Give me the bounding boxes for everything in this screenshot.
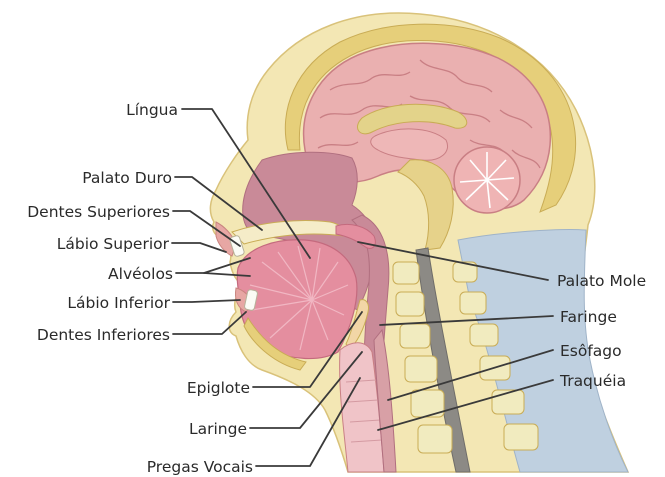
label-epiglote: Epiglote xyxy=(187,379,250,397)
cerebellum xyxy=(454,147,520,213)
label-labio-inferior: Lábio Inferior xyxy=(67,294,170,312)
label-lingua: Língua xyxy=(126,101,178,119)
label-pregas-vocais: Pregas Vocais xyxy=(147,458,253,476)
label-alveolos: Alvéolos xyxy=(108,265,173,283)
label-palato-mole: Palato Mole xyxy=(557,272,646,290)
head-illustration xyxy=(210,13,628,472)
label-esofago: Esôfago xyxy=(560,342,622,360)
label-traqueia: Traquéia xyxy=(559,372,626,390)
label-palato-duro: Palato Duro xyxy=(82,169,172,187)
label-dentes-superiores: Dentes Superiores xyxy=(27,203,170,221)
leader-labio-superior xyxy=(172,243,226,252)
leader-labio-inferior xyxy=(173,300,240,302)
label-faringe: Faringe xyxy=(560,308,617,326)
label-dentes-inferiores: Dentes Inferiores xyxy=(37,326,170,344)
label-labio-superior: Lábio Superior xyxy=(57,235,170,253)
label-laringe: Laringe xyxy=(189,420,247,438)
